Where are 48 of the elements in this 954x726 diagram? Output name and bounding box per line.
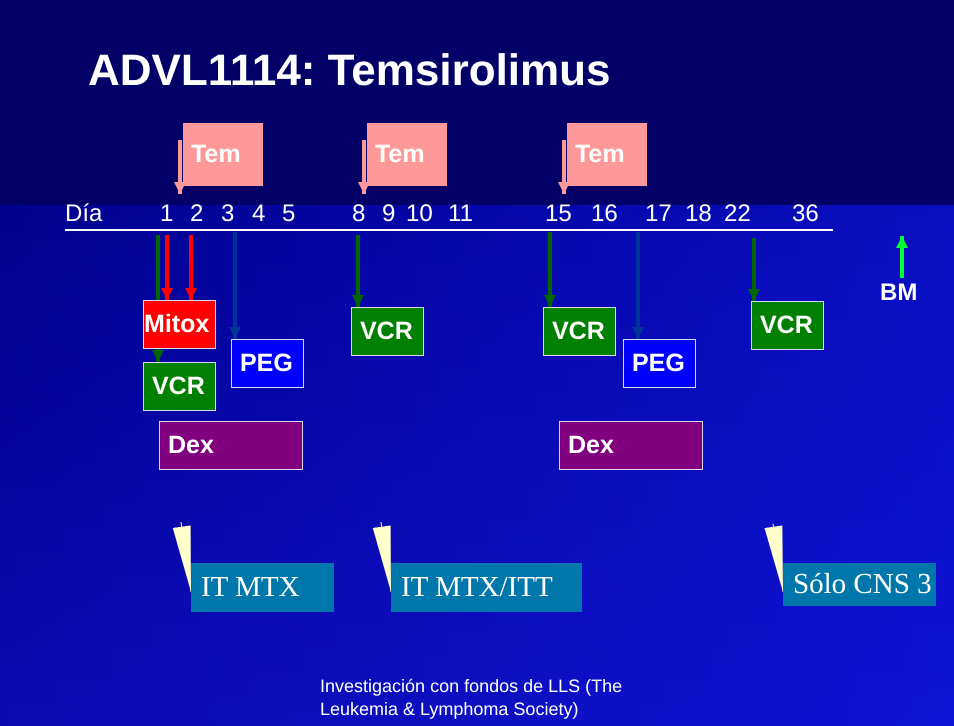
drug-box: Tem	[367, 123, 447, 186]
drug-box: Dex	[159, 421, 303, 470]
arrow	[172, 522, 192, 592]
marker-label: BM	[880, 278, 930, 308]
axis-label: Día	[65, 200, 102, 228]
wedge-arrow	[174, 140, 186, 194]
drug-box: Dex	[559, 421, 703, 470]
day-number: 10	[406, 200, 433, 228]
arrow	[764, 524, 784, 592]
drug-box: VCR	[543, 307, 616, 356]
arrow	[632, 232, 644, 339]
wedge-arrow	[558, 140, 570, 194]
therapy-box: IT MTX	[191, 563, 334, 612]
day-number: 16	[591, 200, 618, 228]
day-number: 9	[382, 200, 396, 228]
arrow	[161, 235, 173, 300]
drug-box: VCR	[351, 307, 424, 356]
arrow	[372, 522, 392, 592]
drug-box: Tem	[567, 123, 647, 186]
arrow	[185, 235, 197, 300]
day-number: 4	[252, 200, 266, 228]
therapy-box: IT MTX/ITT	[391, 563, 582, 612]
wedge-arrow	[358, 140, 370, 194]
day-number: 36	[792, 200, 819, 228]
day-number: 11	[448, 200, 473, 228]
drug-box: Mitox	[143, 300, 216, 349]
therapy-box: Sólo CNS 3	[783, 563, 936, 606]
arrow	[896, 236, 908, 278]
day-number: 3	[221, 200, 234, 228]
day-number: 18	[685, 200, 712, 228]
funding-note: Investigación con fondos de LLS (The Leukemia & Lymphoma Society)	[320, 675, 624, 721]
day-number: 1	[160, 200, 174, 228]
arrow	[352, 235, 364, 307]
day-number: 2	[190, 200, 204, 228]
day-number: 15	[545, 200, 572, 228]
day-number: 22	[724, 200, 751, 228]
arrow	[544, 232, 556, 307]
slide-title: ADVL1114: Temsirolimus	[88, 46, 610, 96]
arrow	[229, 232, 241, 339]
day-number: 8	[352, 200, 366, 228]
drug-box: PEG	[231, 339, 304, 388]
drug-box: PEG	[623, 339, 696, 388]
drug-box: VCR	[143, 362, 216, 411]
day-number: 17	[645, 200, 672, 228]
drug-box: Tem	[183, 123, 263, 186]
day-number: 5	[282, 200, 296, 228]
arrow	[748, 238, 760, 301]
drug-box: VCR	[751, 301, 824, 350]
